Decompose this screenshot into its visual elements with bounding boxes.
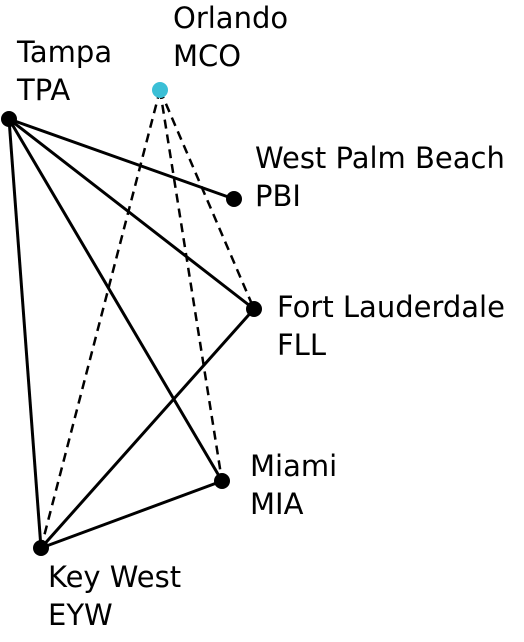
node-tpa [1, 111, 17, 127]
node-pbi-city-label: West Palm Beach [255, 141, 505, 175]
edges-layer [7, 89, 256, 550]
edge-tpa-eyw [7, 118, 43, 549]
edge-mco-eyw [39, 89, 162, 549]
edge-eyw-fll [39, 308, 256, 549]
edge-tpa-mia [7, 118, 224, 482]
nodes-layer [1, 82, 262, 556]
node-pbi-code-label: PBI [255, 179, 301, 213]
node-pbi [226, 191, 242, 207]
node-mia [214, 473, 230, 489]
node-tpa-code-label: TPA [16, 73, 70, 107]
node-mia-code-label: MIA [250, 487, 304, 521]
node-eyw-city-label: Key West [48, 560, 181, 594]
node-mia-city-label: Miami [250, 449, 337, 483]
node-mco-city-label: Orlando [173, 1, 288, 35]
edge-mco-mia [158, 89, 224, 482]
node-fll-code-label: FLL [277, 328, 326, 362]
node-tpa-city-label: Tampa [16, 35, 112, 69]
node-mco-code-label: MCO [173, 39, 241, 73]
node-mco [152, 82, 168, 98]
node-eyw [33, 540, 49, 556]
node-fll-city-label: Fort Lauderdale [277, 290, 505, 324]
edge-tpa-fll [8, 117, 255, 311]
node-eyw-code-label: EYW [48, 598, 113, 632]
edge-mco-fll [158, 89, 256, 310]
edge-eyw-mia [40, 479, 223, 550]
edge-tpa-pbi [8, 117, 235, 201]
node-fll [246, 301, 262, 317]
